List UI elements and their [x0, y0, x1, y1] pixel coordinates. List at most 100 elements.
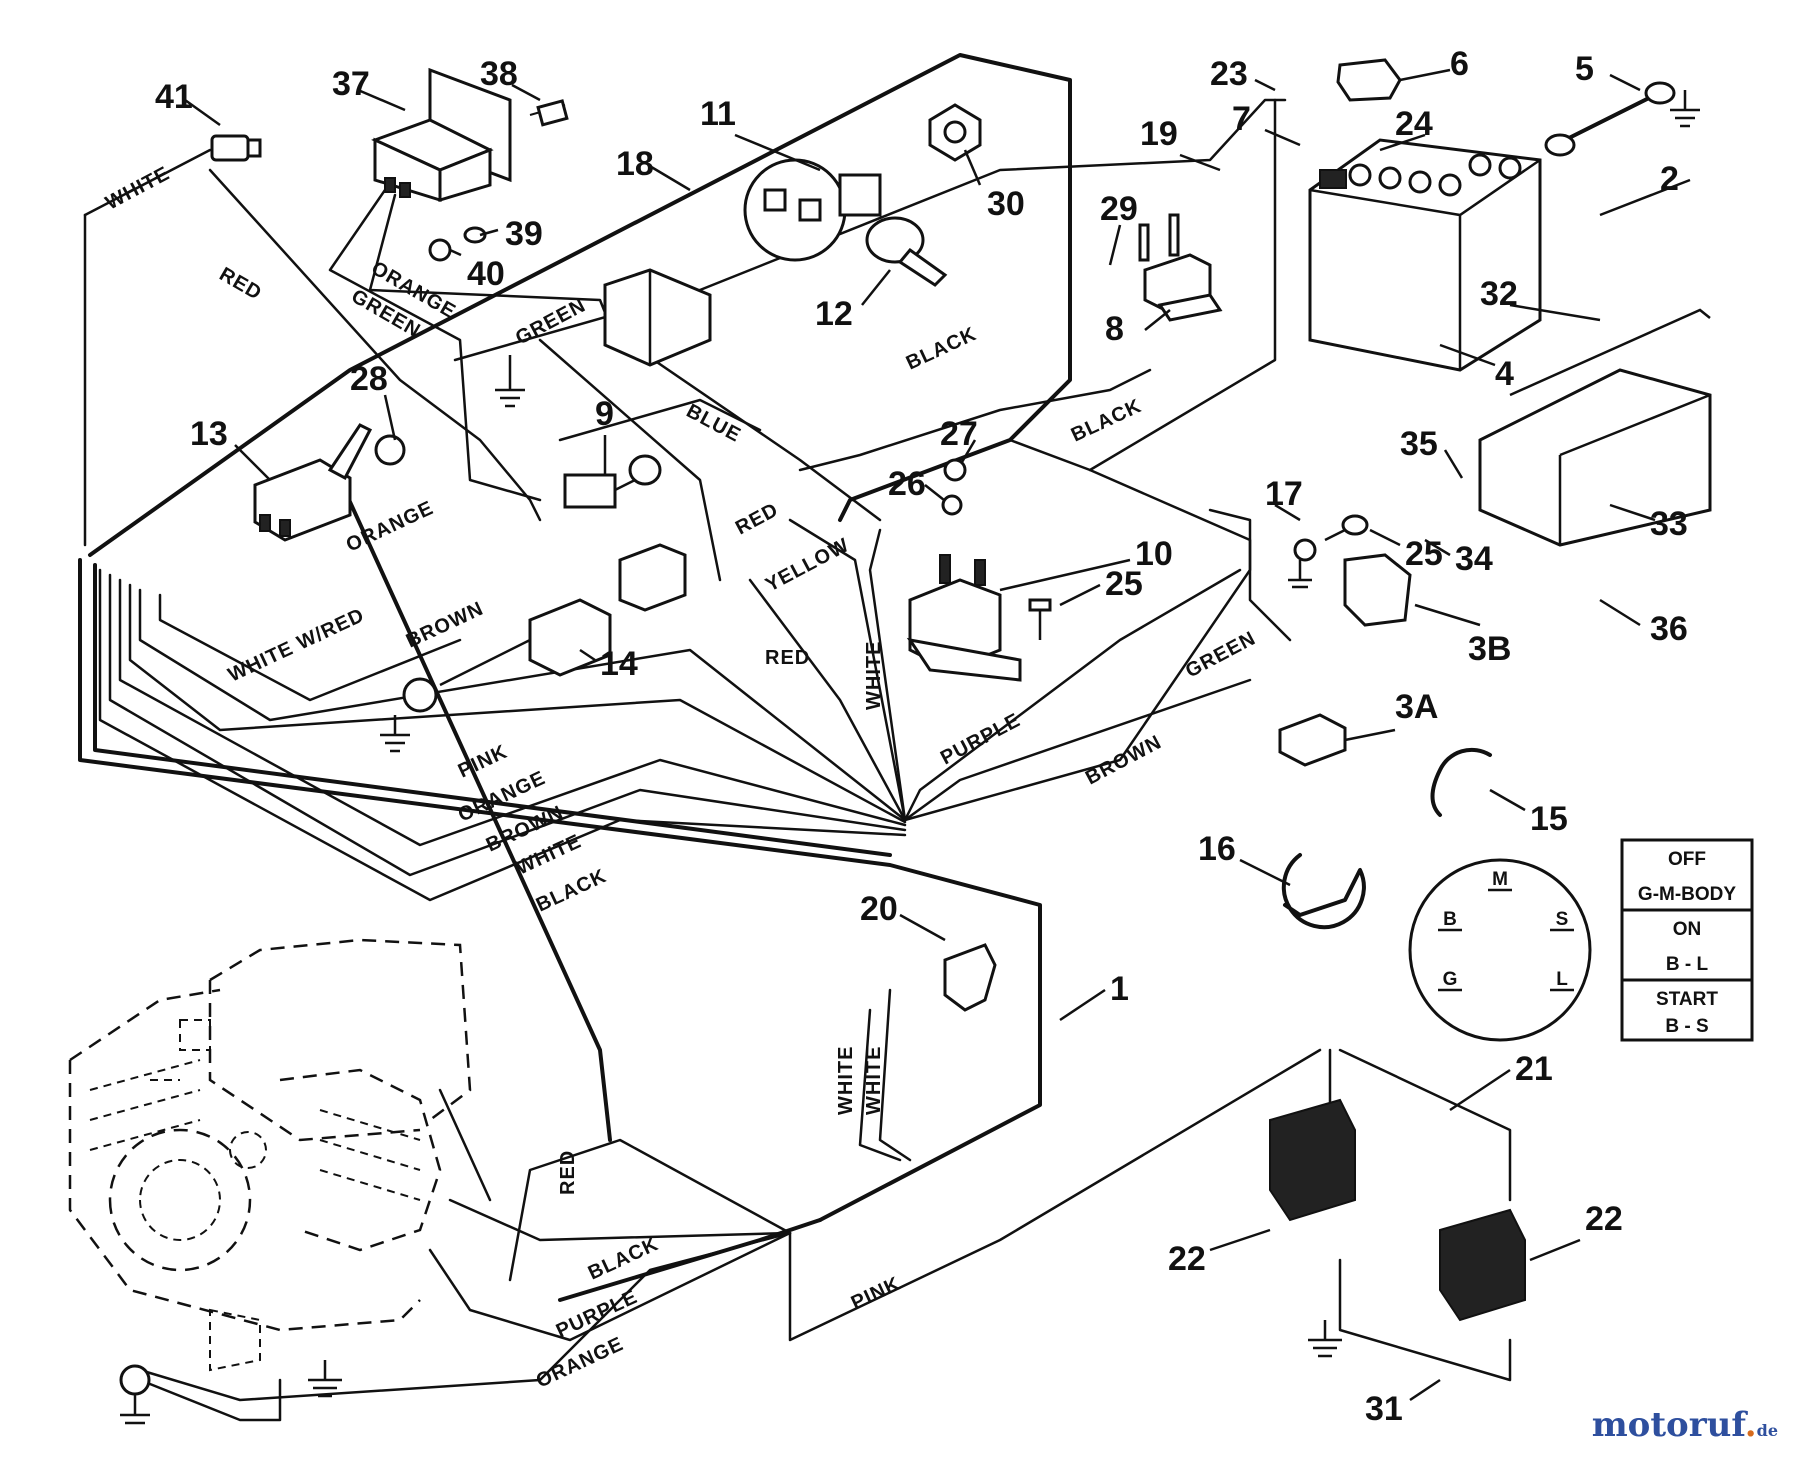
- wire-label: PURPLE: [937, 709, 1024, 769]
- switch-3A: [1278, 713, 1347, 767]
- wire-label: WHITE: [835, 1046, 857, 1115]
- watermark-tld: de: [1756, 1421, 1778, 1440]
- solenoid-10: [906, 554, 1022, 682]
- table-position: START: [1656, 989, 1718, 1010]
- part-number: 18: [616, 145, 654, 183]
- wire-label: WHITE: [863, 641, 885, 710]
- headlight-22a: [1269, 1098, 1356, 1222]
- wire-label: PURPLE: [553, 1286, 641, 1343]
- part-number: 21: [1515, 1050, 1553, 1088]
- part-number: 8: [1105, 310, 1124, 348]
- nut-30: [928, 103, 982, 162]
- part-number: 22: [1585, 1200, 1623, 1238]
- part-number: 31: [1365, 1390, 1403, 1428]
- part-number: 24: [1395, 105, 1433, 143]
- part-number: 12: [815, 295, 853, 333]
- wire-label: BROWN: [1082, 731, 1165, 789]
- plunger-switch-9: [563, 454, 662, 509]
- washer-39: [463, 226, 487, 244]
- wire-label: ORANGE: [533, 1333, 627, 1393]
- part-number: 20: [860, 890, 898, 928]
- part-number: 4: [1495, 355, 1514, 393]
- part-number: 10: [1135, 535, 1173, 573]
- clip-15: [1430, 747, 1492, 817]
- wire-label: RED: [557, 1150, 579, 1195]
- connector-block-2: [618, 543, 687, 612]
- watermark-logo: motoruf.de: [1591, 1405, 1778, 1445]
- nut-28: [374, 434, 406, 466]
- bolt-25a: [1028, 598, 1052, 640]
- part-number: 3A: [1395, 688, 1438, 726]
- wire-label: WHITE: [863, 1046, 885, 1115]
- wire-label: WHITE: [102, 162, 174, 214]
- part-number: 9: [595, 395, 614, 433]
- part-number: 29: [1100, 190, 1138, 228]
- switch-3B: [1343, 553, 1412, 627]
- wire-label: GREEN: [1182, 627, 1260, 682]
- part-number: 17: [1265, 475, 1303, 513]
- wire-label: YELLOW: [762, 534, 853, 596]
- bracket-20: [943, 943, 997, 1012]
- part-number: 23: [1210, 55, 1248, 93]
- battery-cable-5: [1544, 81, 1676, 157]
- part-number: 39: [505, 215, 543, 253]
- bolt-25b: [1324, 514, 1369, 542]
- part-number: 34: [1455, 540, 1493, 578]
- dial-terminal: G: [1443, 969, 1458, 990]
- switch-37: [371, 67, 512, 203]
- wire-label: GREEN: [512, 294, 590, 349]
- connector-41: [210, 134, 262, 162]
- part-number: 5: [1575, 50, 1594, 88]
- wire-label: RED: [216, 263, 266, 305]
- part-number: 7: [1232, 100, 1251, 138]
- part-number: 37: [332, 65, 370, 103]
- part-number: 13: [190, 415, 228, 453]
- part-number: 2: [1660, 160, 1679, 198]
- part-number: 41: [155, 78, 193, 116]
- dial-terminal: S: [1556, 909, 1569, 930]
- ground-symbols: [119, 90, 1700, 1425]
- wire-label: PINK: [848, 1273, 904, 1315]
- wire-label: BLACK: [903, 323, 980, 375]
- part-number: 27: [940, 415, 978, 453]
- dial-terminal: M: [1492, 869, 1508, 890]
- part-number: 3B: [1468, 630, 1511, 668]
- engine-harness: [138, 478, 1512, 1422]
- engine-outline: [68, 938, 472, 1372]
- dial-terminal: B: [1443, 909, 1457, 930]
- part-number: 11: [700, 95, 736, 133]
- part-number-labels: 41 37 38 39 40 11 18 30 12 23 6 7 24 5 1…: [155, 45, 1688, 1428]
- part-number: 36: [1650, 610, 1688, 648]
- wire-label: BLACK: [533, 865, 610, 917]
- part-number: 19: [1140, 115, 1178, 153]
- headlight-22b: [1439, 1208, 1526, 1322]
- nut-40: [428, 238, 452, 262]
- part-number: 22: [1168, 1240, 1206, 1278]
- part-number: 40: [467, 255, 505, 293]
- leader-lines: [184, 68, 1691, 1402]
- switch-position-table: OFF G-M-BODY ON B - L START B - S: [1620, 838, 1754, 1042]
- wire-label: RED: [732, 499, 782, 540]
- terminal-cap-6: [1336, 58, 1402, 102]
- part-number: 16: [1198, 830, 1236, 868]
- part-number: 33: [1650, 505, 1688, 543]
- table-circuit: B - L: [1666, 954, 1709, 975]
- part-number: 26: [888, 465, 926, 503]
- battery-tray-33: [1478, 368, 1712, 547]
- table-position: OFF: [1668, 849, 1706, 870]
- watermark-name: motoruf: [1591, 1405, 1745, 1445]
- wire-label: WHITE W/RED: [225, 604, 368, 686]
- connector-block: [603, 268, 712, 367]
- screw-38: [529, 99, 569, 127]
- relay-8: [1138, 213, 1223, 322]
- ignition-switch-11: [743, 158, 882, 262]
- table-position: ON: [1673, 919, 1702, 940]
- toggle-switch-13: [253, 423, 373, 542]
- part-number: 30: [987, 185, 1025, 223]
- part-number: 6: [1450, 45, 1469, 83]
- part-number: 35: [1400, 425, 1438, 463]
- ring-terminal-17: [1293, 538, 1317, 562]
- part-number: 15: [1530, 800, 1568, 838]
- table-circuit: B - S: [1665, 1016, 1708, 1037]
